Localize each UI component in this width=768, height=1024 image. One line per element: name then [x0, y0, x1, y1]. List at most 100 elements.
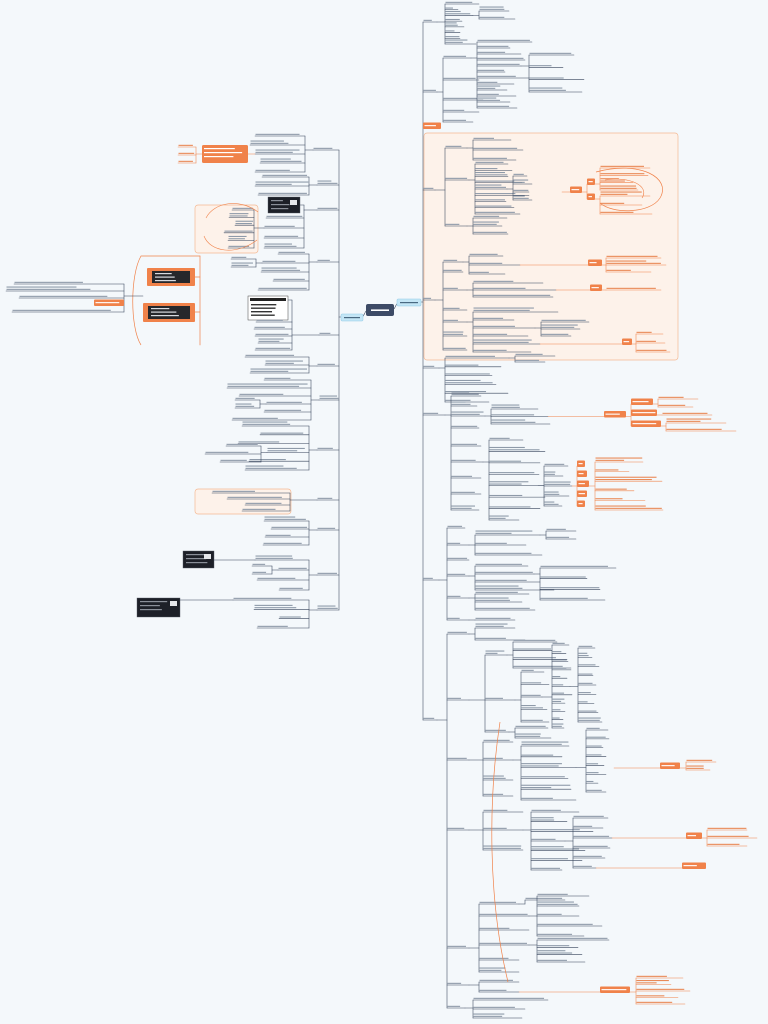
illegible-text-line	[544, 501, 555, 503]
illegible-text-line	[473, 294, 551, 296]
illegible-text-line	[245, 467, 297, 469]
illegible-text-line	[475, 623, 508, 625]
illegible-text-line	[245, 465, 284, 467]
illegible-text-line	[578, 717, 601, 719]
illegible-text-line	[477, 39, 530, 41]
illegible-text-line	[537, 901, 574, 903]
illegible-text-line	[12, 309, 111, 311]
illegible-text-line	[521, 707, 543, 709]
illegible-text-line	[475, 571, 533, 573]
illegible-text-line	[178, 160, 193, 162]
thumbnail-detail	[250, 298, 286, 301]
illegible-text-line	[606, 255, 658, 257]
illegible-text-line	[475, 599, 510, 601]
illegible-text-line	[578, 664, 596, 666]
illegible-text-line	[537, 903, 578, 905]
thumbnail-detail	[251, 314, 275, 316]
illegible-text-line	[445, 18, 460, 21]
illegible-text-line	[264, 377, 291, 379]
illegible-text-line	[529, 87, 563, 89]
illegible-text-line	[475, 172, 505, 174]
illegible-text-line	[489, 472, 535, 474]
illegible-text-line	[226, 443, 258, 445]
illegible-text-line	[235, 220, 254, 222]
illegible-text-line	[238, 441, 280, 443]
illegible-text-line	[513, 657, 556, 659]
thumbnail-detail	[186, 562, 208, 564]
illegible-text-line	[483, 845, 522, 847]
illegible-text-line	[586, 745, 602, 747]
illegible-text-line	[250, 142, 289, 144]
illegible-text-line	[473, 333, 508, 335]
illegible-text-line	[227, 383, 308, 385]
illegible-text-line	[260, 432, 304, 434]
illegible-text-line	[257, 577, 296, 579]
relation-curve	[132, 255, 142, 346]
illegible-text-line	[229, 213, 249, 215]
illegible-text-line	[515, 733, 541, 735]
illegible-text-line	[317, 605, 336, 607]
illegible-text-line	[475, 585, 519, 587]
illegible-text-line	[600, 185, 637, 187]
illegible-text-line	[544, 493, 560, 495]
illegible-text-line	[477, 45, 509, 47]
illegible-text-line	[489, 481, 529, 483]
illegible-text-line	[521, 705, 536, 707]
illegible-text-line	[525, 897, 563, 899]
illegible-text-line	[521, 776, 565, 778]
illegible-text-line	[212, 490, 255, 492]
illegible-text-line	[317, 182, 338, 184]
illegible-text-line	[469, 253, 498, 255]
illegible-text-line	[552, 725, 562, 727]
illegible-text-line	[443, 347, 466, 349]
illegible-text-line	[489, 460, 522, 462]
illegible-text-line	[521, 694, 541, 696]
illegible-text-line	[479, 927, 510, 929]
illegible-text-line	[265, 534, 291, 536]
illegible-text-line	[255, 183, 292, 185]
illegible-text-line	[521, 669, 534, 671]
illegible-text-line	[228, 235, 247, 237]
illegible-text-line	[578, 682, 593, 684]
illegible-text-line	[477, 87, 496, 89]
illegible-text-line	[491, 419, 526, 421]
illegible-text-line	[537, 937, 608, 939]
illegible-text-line	[485, 652, 498, 654]
illegible-text-line	[595, 479, 652, 481]
illegible-text-line	[473, 317, 504, 319]
illegible-text-line	[541, 333, 569, 335]
orange-topic-node	[202, 145, 248, 163]
illegible-text-line	[531, 819, 555, 821]
illegible-text-line	[491, 421, 536, 423]
illegible-text-line	[479, 901, 517, 903]
illegible-text-line	[473, 223, 497, 225]
illegible-text-line	[250, 368, 308, 370]
illegible-text-line	[264, 245, 297, 247]
illegible-text-line	[473, 341, 529, 343]
illegible-text-line	[473, 231, 507, 233]
illegible-text-line	[231, 262, 253, 264]
illegible-text-line	[531, 829, 580, 831]
relation-curve	[604, 178, 645, 199]
illegible-text-line	[423, 19, 432, 21]
illegible-text-line	[600, 180, 625, 182]
illegible-text-line	[232, 417, 278, 419]
illegible-text-line	[445, 13, 471, 15]
illegible-text-line	[260, 158, 291, 160]
thumbnail-detail	[271, 204, 290, 206]
illegible-text-line	[531, 858, 568, 860]
illegible-text-line	[578, 655, 589, 657]
thumbnail-detail	[151, 315, 179, 317]
illegible-text-line	[445, 399, 471, 401]
illegible-text-line	[571, 189, 580, 191]
illegible-text-line	[513, 639, 556, 641]
illegible-text-line	[636, 995, 665, 997]
illegible-text-line	[578, 645, 593, 647]
illegible-text-line	[600, 187, 637, 189]
illegible-text-line	[606, 287, 656, 289]
illegible-text-line	[491, 406, 520, 408]
illegible-text-line	[255, 169, 290, 171]
illegible-text-line	[489, 437, 510, 439]
illegible-text-line	[529, 65, 552, 67]
